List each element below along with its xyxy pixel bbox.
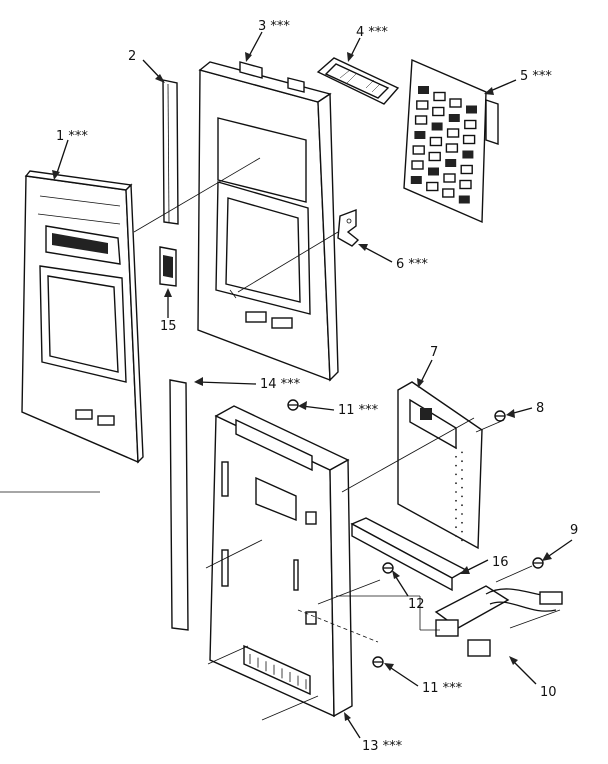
keypad-key (458, 195, 470, 204)
pcb-pin (461, 504, 463, 507)
keypad-key (448, 114, 460, 122)
label-part-2: 2 (128, 49, 136, 64)
label-part-6: 6 *** (396, 257, 428, 272)
pcb-pin (455, 491, 457, 493)
pcb-pin (455, 526, 457, 529)
pcb-pin (461, 469, 463, 471)
pcb-pin (455, 464, 457, 467)
label-part-15: 15 (160, 319, 177, 334)
part-2-seal-strip (162, 79, 179, 225)
keypad-key (442, 188, 455, 198)
pcb-pin (461, 460, 463, 463)
callout-arrows (52, 31, 573, 739)
keypad-key (411, 160, 424, 170)
pcb-pin (455, 517, 457, 520)
part-13-control-chassis (209, 405, 353, 718)
keypad-key (462, 134, 476, 145)
label-part-11-upper: 11 *** (338, 403, 379, 418)
keypad-key (426, 181, 439, 192)
keypad-key (418, 86, 429, 94)
pcb-pin (455, 473, 457, 476)
label-part-13: 13 *** (362, 739, 403, 754)
keypad-key (429, 136, 443, 147)
pcb-pin (455, 499, 457, 502)
label-part-4: 4 *** (356, 25, 388, 40)
label-part-9: 9 (570, 523, 578, 538)
part-3-frame (197, 61, 339, 382)
pcb-pin (461, 513, 463, 515)
keypad-key (460, 164, 473, 175)
keypad-key (414, 131, 426, 139)
keypad-key (412, 145, 425, 155)
keypad-key (464, 119, 477, 130)
pcb-pin (461, 477, 463, 480)
pcb-pin (461, 486, 463, 489)
screw-11-lower (372, 656, 384, 668)
part-6-latch-bracket (337, 208, 360, 247)
part-10-switch-assembly (434, 585, 563, 657)
keypad-key (446, 128, 460, 138)
keypad-key (410, 176, 422, 184)
keypad-key (462, 150, 474, 159)
part-7-control-board (397, 381, 483, 550)
pcb-pin (461, 539, 463, 542)
pcb-pin (461, 451, 463, 454)
keypad-key (416, 100, 429, 110)
keypad-key (414, 115, 428, 125)
keypad-key (445, 159, 457, 167)
keypad-key (466, 105, 477, 114)
label-part-3: 3 *** (258, 19, 290, 34)
pcb-pin (461, 530, 463, 533)
screw-9 (532, 557, 544, 569)
label-part-7: 7 (430, 345, 438, 360)
label-part-10: 10 (540, 685, 557, 700)
part-5-keypad (403, 58, 499, 224)
pcb-pin (455, 535, 457, 537)
part-4-display-lens (316, 57, 400, 105)
screw-11-upper (287, 399, 299, 411)
pcb-pin (455, 455, 457, 458)
part-16-bar (350, 517, 468, 592)
screw-12 (382, 562, 394, 574)
label-part-16: 16 (492, 555, 509, 570)
label-part-11-lower: 11 *** (422, 681, 463, 696)
keypad-key (428, 167, 439, 176)
pcb-pin (461, 495, 463, 498)
keypad-key (432, 106, 445, 117)
keypad-key (433, 91, 446, 102)
keypad-key (449, 98, 462, 108)
part-14-long-strip (169, 379, 189, 631)
callout-labels: 1 *** 2 3 *** 4 *** 5 *** 6 *** 7 8 9 10… (56, 19, 578, 754)
pcb-pin (455, 508, 457, 511)
keypad-key (431, 122, 443, 131)
alignment-lines (0, 157, 561, 721)
label-part-8: 8 (536, 401, 544, 416)
keypad-key (443, 173, 456, 183)
label-part-14: 14 *** (260, 377, 301, 392)
pcb-pin (455, 482, 457, 485)
keypad-key (428, 151, 441, 162)
part-15-insert (159, 246, 177, 287)
label-part-5: 5 *** (520, 69, 552, 84)
keypad-key (459, 179, 472, 190)
keypad-key (445, 143, 459, 153)
pcb-pin (455, 447, 457, 449)
pcb-pin (461, 521, 463, 524)
label-part-1: 1 *** (56, 129, 88, 144)
label-part-12: 12 (408, 597, 425, 612)
part-1-door-panel (21, 170, 144, 464)
screw-8 (494, 410, 506, 422)
